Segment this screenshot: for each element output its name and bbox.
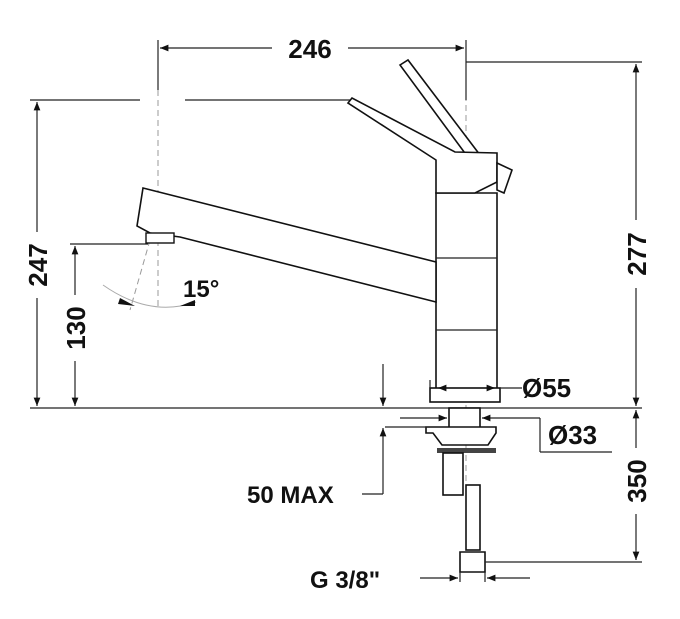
dimension-outlet-height: 130 <box>61 243 148 406</box>
dimension-max-countertop: 50 MAX <box>247 364 430 509</box>
dim-label-50max: 50 MAX <box>247 482 334 509</box>
dimension-swivel-angle: 15° <box>102 276 219 308</box>
faucet-spout <box>136 187 437 304</box>
aerator <box>145 232 175 244</box>
faucet-body <box>435 192 498 391</box>
dim-label-247: 247 <box>23 243 53 286</box>
dimension-handle-height: 247 <box>23 99 352 406</box>
dimension-spout-reach: 246 <box>157 34 467 100</box>
dim-label-350: 350 <box>622 459 652 502</box>
faucet <box>136 58 513 391</box>
dim-label-15deg: 15° <box>183 276 219 303</box>
dim-label-246: 246 <box>288 34 331 64</box>
dim-label-d33: Ø33 <box>548 420 597 450</box>
faucet-handle <box>346 96 498 194</box>
mounting-assembly <box>425 407 497 573</box>
dimension-total-height: 277 <box>466 61 652 406</box>
dim-label-130: 130 <box>61 306 91 349</box>
dimension-connection-thread: G 3/8" <box>310 567 530 594</box>
supply-hose <box>465 484 481 551</box>
dimension-body-diameter: Ø55 <box>429 373 571 403</box>
dim-label-g38: G 3/8" <box>310 567 380 594</box>
dimension-hose-length: 350 <box>485 410 652 563</box>
hose-nut <box>459 551 486 573</box>
dim-label-d55: Ø55 <box>522 373 571 403</box>
dimension-shank-diameter: Ø33 <box>400 414 612 453</box>
dim-label-277: 277 <box>622 232 652 275</box>
